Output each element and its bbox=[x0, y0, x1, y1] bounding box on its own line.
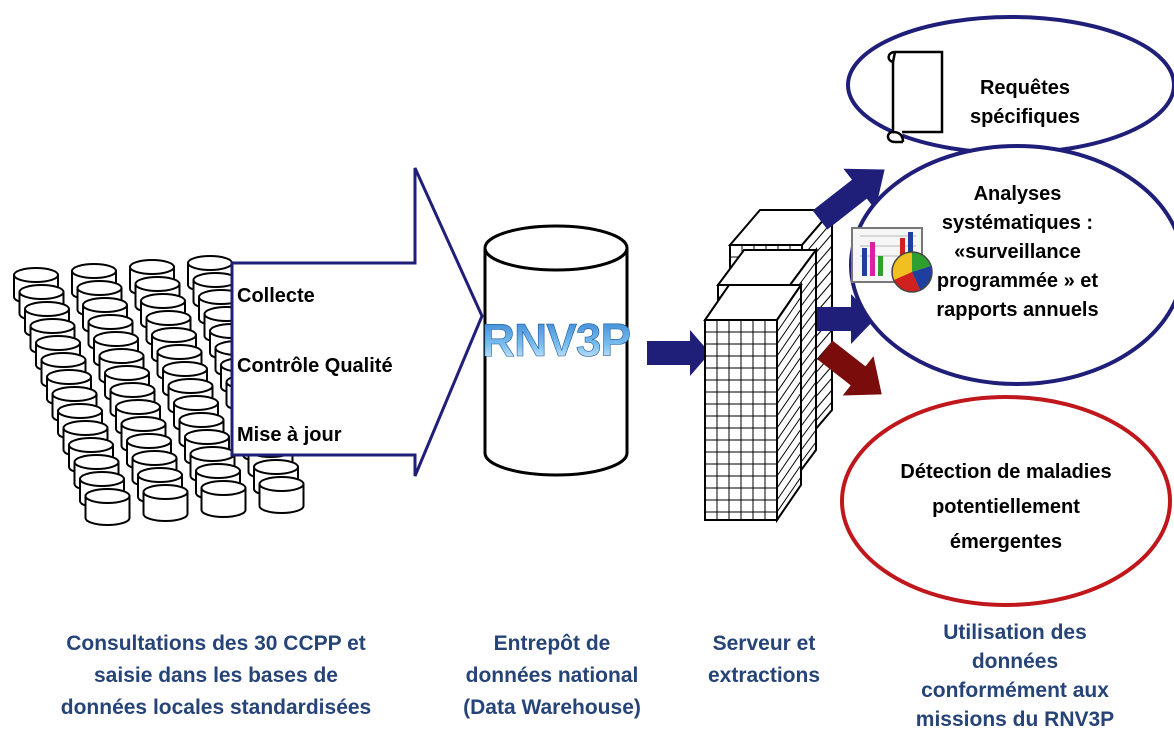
detection-ellipse bbox=[840, 395, 1172, 607]
arrow-to-server bbox=[647, 330, 710, 376]
caption-warehouse: Entrepôt de données national (Data Wareh… bbox=[463, 632, 641, 719]
detection-label: Détection de maladies potentiellement ém… bbox=[900, 461, 1112, 553]
requetes-label: Requêtes spécifiques bbox=[969, 77, 1081, 128]
database-cylinder-icon bbox=[258, 476, 305, 514]
process-arrow bbox=[230, 167, 484, 477]
arrow-to-requetes bbox=[812, 168, 885, 230]
database-cylinder-icon bbox=[84, 488, 131, 526]
caption-usage: Utilisation des données conformément aux… bbox=[915, 621, 1115, 731]
caption-server: Serveur et extractions bbox=[707, 632, 821, 687]
caption-sources: Consultations des 30 CCPP et saisie dans… bbox=[60, 632, 372, 719]
arrow-to-detection bbox=[817, 340, 882, 396]
database-cylinder-icon bbox=[142, 484, 189, 522]
chart-icon bbox=[851, 227, 933, 293]
rnv3p-logo: RNV3P bbox=[482, 314, 631, 366]
scroll-icon bbox=[886, 50, 944, 144]
grid-server-icon bbox=[703, 207, 835, 524]
warehouse-cylinder-icon bbox=[483, 224, 629, 477]
step-collecte: Collecte bbox=[237, 285, 315, 307]
analyses-label: Analyses systématiques : «surveillance p… bbox=[936, 183, 1099, 321]
database-cylinder-icon bbox=[200, 480, 247, 518]
step-mise-a-jour: Mise à jour bbox=[237, 424, 342, 446]
step-controle-qualite: Contrôle Qualité bbox=[237, 355, 393, 377]
